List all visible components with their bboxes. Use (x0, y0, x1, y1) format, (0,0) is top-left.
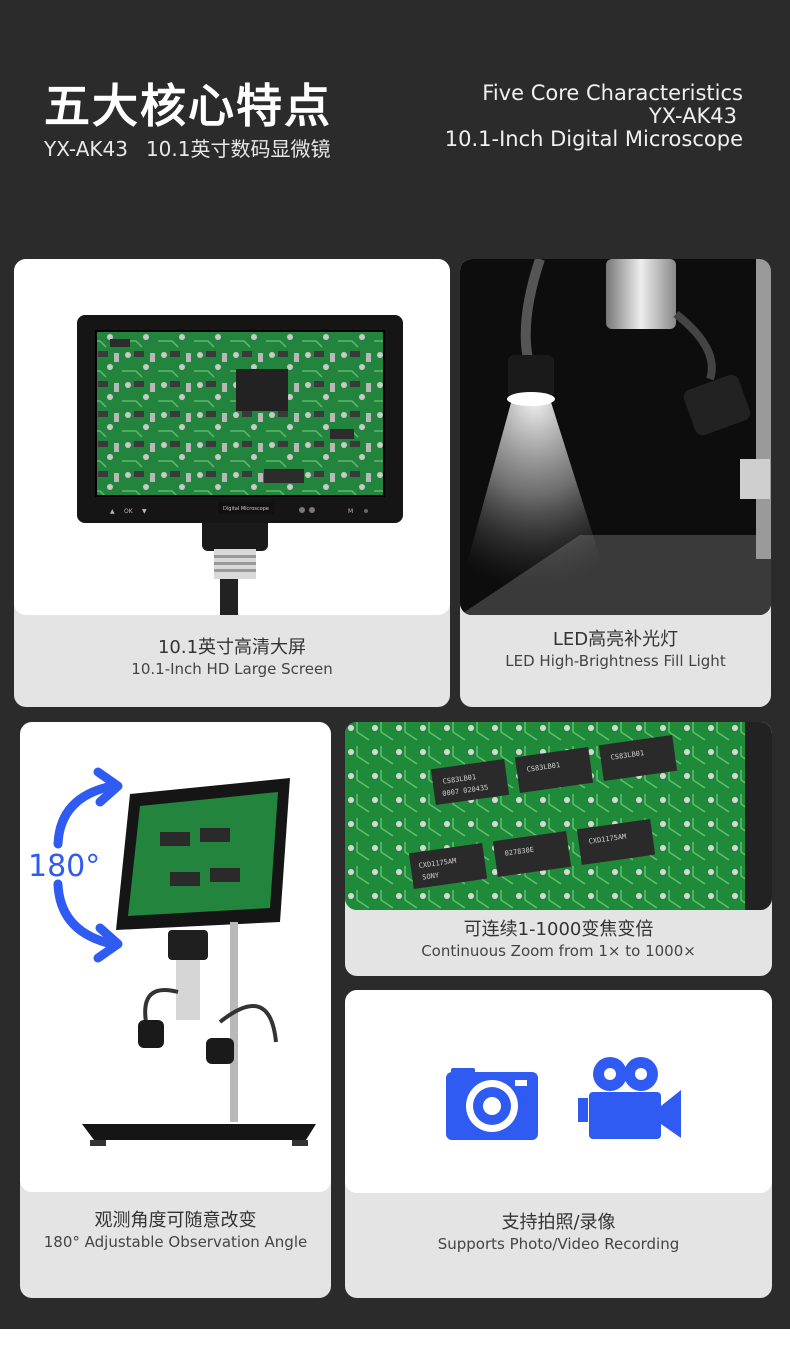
feature-card-screen: Digital Microscope ▲ OK ▼ M 10.1英寸高清大屏 1… (14, 259, 450, 707)
feature-title-en: Continuous Zoom from 1× to 1000× (421, 942, 696, 960)
product-subtitle: YX-AK43 10.1英寸数码显微镜 (44, 133, 330, 162)
subtitle-cn: 10.1英寸数码显微镜 (145, 137, 331, 161)
screen-brand-label: Digital Microscope (223, 506, 269, 512)
feature-caption: 观测角度可随意改变 180° Adjustable Observation An… (20, 1210, 331, 1252)
feature-card-led: LED高亮补光灯 LED High-Brightness Fill Light (460, 259, 771, 707)
feature-title-en: LED High-Brightness Fill Light (505, 652, 726, 670)
subtitle-en: 10.1-Inch Digital Microscope (444, 127, 743, 151)
adjustable-angle-image: 180° (20, 722, 331, 1192)
page-bottom-strip (0, 1329, 790, 1349)
model-label: YX-AK43 (44, 137, 128, 161)
english-header: Five Core Characteristics YX-AK43 10.1-I… (445, 82, 743, 151)
feature-caption: 可连续1-1000变焦变倍 Continuous Zoom from 1× to… (345, 919, 772, 961)
chip-brand: SONY (422, 871, 441, 881)
feature-title-cn: 观测角度可随意改变 (94, 1210, 257, 1231)
microscope-screen-image: Digital Microscope ▲ OK ▼ M (14, 259, 450, 615)
feature-caption: 10.1英寸高清大屏 10.1-Inch HD Large Screen (14, 637, 450, 679)
rotate-arrow-down-icon (53, 879, 117, 949)
page-title: 五大核心特点 (44, 79, 332, 133)
monitor-button-menu: M (348, 508, 353, 515)
photo-video-icons-panel (345, 990, 772, 1193)
feature-caption: 支持拍照/录像 Supports Photo/Video Recording (345, 1212, 772, 1254)
monitor-button-ok: OK (124, 508, 134, 515)
monitor-button-down: ▼ (142, 508, 147, 515)
feature-title-cn: 可连续1-1000变焦变倍 (463, 919, 654, 940)
led-light-image (460, 259, 771, 615)
camera-icon (446, 1068, 538, 1140)
pcb-zoom-image: CS83LB01 0007 020435 CS83LB01 CS83LB01 C… (345, 722, 772, 910)
feature-title-cn: 10.1英寸高清大屏 (157, 637, 307, 658)
feature-caption: LED高亮补光灯 LED High-Brightness Fill Light (460, 629, 771, 671)
feature-title-en: 180° Adjustable Observation Angle (43, 1233, 308, 1251)
feature-card-photo-video: 支持拍照/录像 Supports Photo/Video Recording (345, 990, 772, 1298)
title-en: Five Core Characteristics (482, 81, 743, 105)
model-en: YX-AK43 (648, 104, 737, 128)
feature-title-cn: LED高亮补光灯 (552, 629, 679, 650)
feature-title-en: Supports Photo/Video Recording (437, 1235, 680, 1253)
feature-card-angle: 180° 观测角度可随意改变 180° Adjustable Observati… (20, 722, 331, 1298)
feature-title-cn: 支持拍照/录像 (501, 1212, 616, 1233)
angle-label: 180° (28, 849, 100, 884)
rotate-arrow-up-icon (53, 781, 117, 849)
monitor-button-up: ▲ (110, 508, 115, 515)
video-camera-icon (578, 1057, 681, 1139)
feature-card-zoom: CS83LB01 0007 020435 CS83LB01 CS83LB01 C… (345, 722, 772, 976)
feature-title-en: 10.1-Inch HD Large Screen (131, 660, 333, 678)
